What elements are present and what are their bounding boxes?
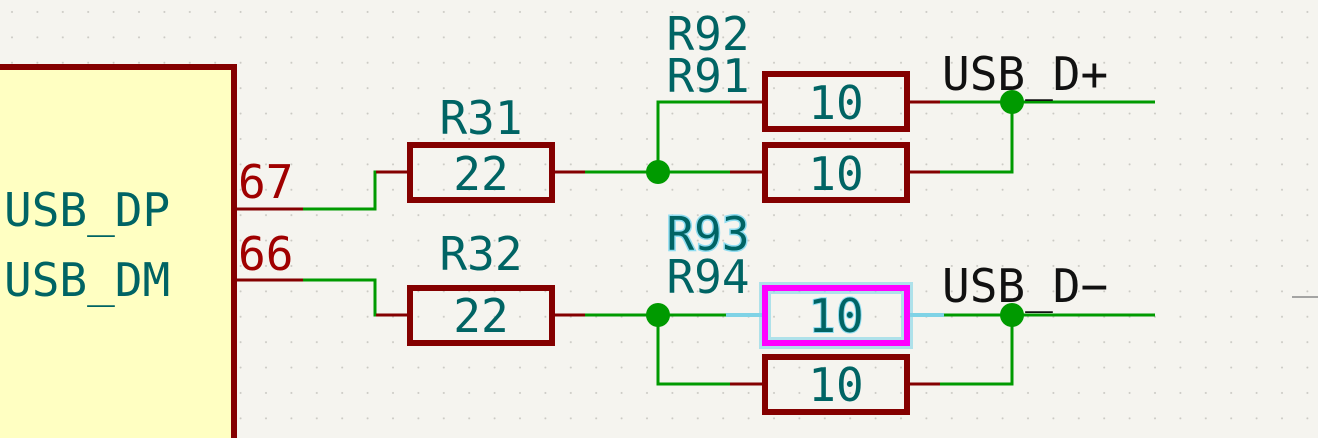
wire-r94-to-dminus[interactable] bbox=[940, 315, 1014, 386]
wire-junction-to-r94[interactable] bbox=[656, 315, 730, 386]
ic-pin-number-67: 67 bbox=[238, 155, 293, 209]
r31-value: 22 bbox=[453, 147, 508, 201]
resistor-r32[interactable]: 22 R32 bbox=[407, 227, 555, 346]
junction-dot[interactable] bbox=[1000, 303, 1024, 327]
r91-value: 10 bbox=[808, 147, 863, 201]
r94-reference: R94 bbox=[666, 250, 749, 304]
junction-dot[interactable] bbox=[1000, 90, 1024, 114]
resistor-r94[interactable]: 10 R94 bbox=[666, 250, 910, 415]
wire-r91-to-dplus[interactable] bbox=[940, 102, 1014, 174]
net-label-usb-dplus[interactable]: USB_D+ bbox=[942, 47, 1108, 101]
r32-value: 22 bbox=[453, 289, 508, 343]
r93-value: 10 bbox=[808, 289, 863, 343]
resistor-r92[interactable]: 10 R92 bbox=[666, 7, 910, 132]
wire-junction-to-r92[interactable] bbox=[656, 100, 730, 172]
junctions bbox=[646, 90, 1024, 327]
ic-pin-number-66: 66 bbox=[238, 227, 293, 281]
ic-symbol[interactable]: USB_DP USB_DM 67 66 bbox=[0, 64, 303, 438]
resistor-pins bbox=[376, 100, 944, 386]
ic-pin-name-usb-dp: USB_DP bbox=[4, 183, 170, 237]
r31-reference: R31 bbox=[439, 91, 522, 145]
resistor-r31[interactable]: 22 R31 bbox=[407, 91, 555, 203]
r91-reference: R91 bbox=[666, 49, 749, 103]
resistor-r93-selected[interactable]: 10 R93 bbox=[665, 206, 913, 349]
r93-reference: R93 bbox=[666, 207, 749, 261]
ic-pin-name-usb-dm: USB_DM bbox=[4, 253, 170, 307]
ic-body[interactable] bbox=[0, 64, 237, 438]
r32-reference: R32 bbox=[439, 227, 522, 281]
junction-dot[interactable] bbox=[646, 160, 670, 184]
r94-value: 10 bbox=[808, 358, 863, 412]
junction-dot[interactable] bbox=[646, 303, 670, 327]
resistor-r91[interactable]: 10 R91 bbox=[666, 49, 910, 203]
net-label-usb-dminus[interactable]: USB_D− bbox=[942, 259, 1108, 313]
r92-value: 10 bbox=[808, 76, 863, 130]
r92-reference: R92 bbox=[666, 7, 749, 61]
